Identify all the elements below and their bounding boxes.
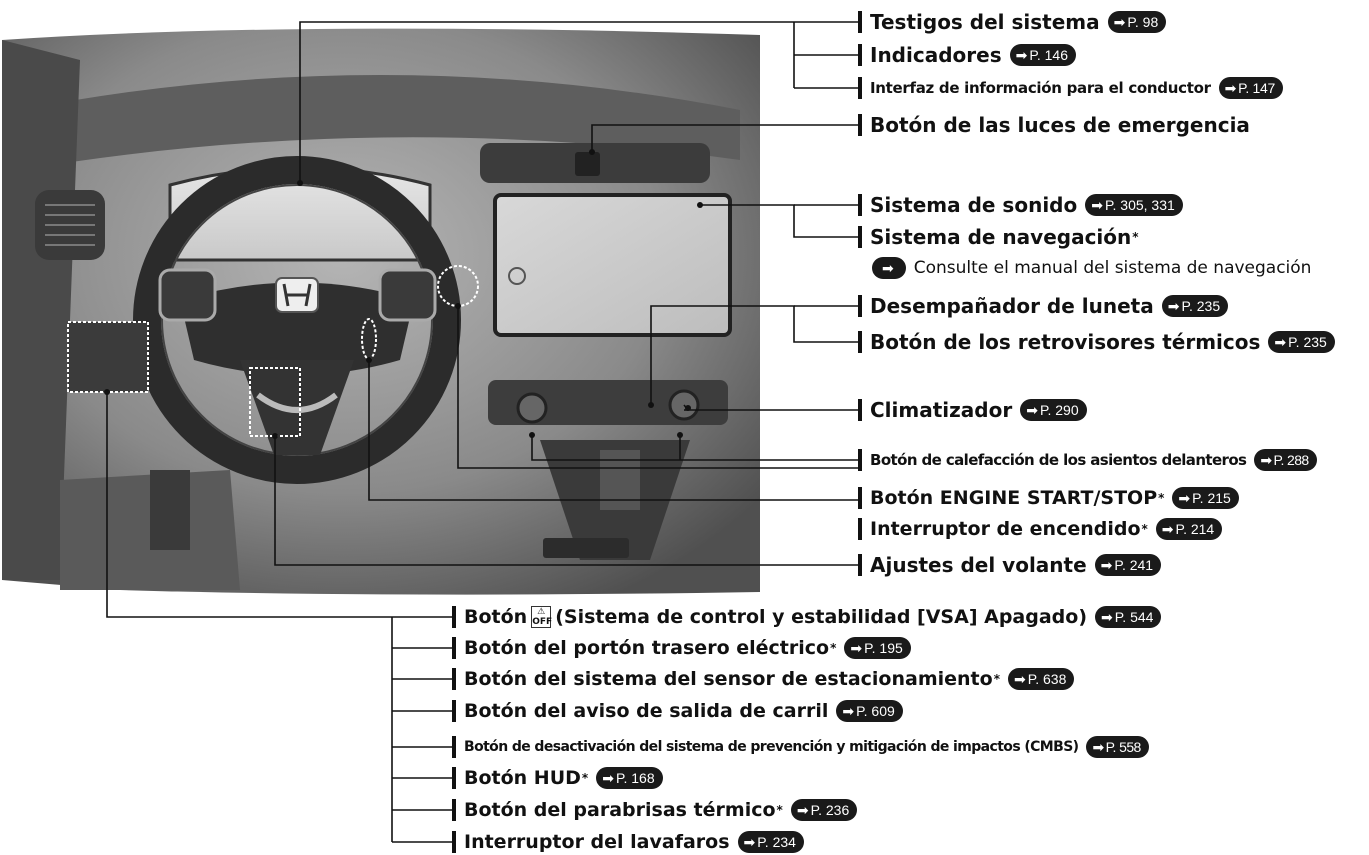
label-indicadores: Indicadores ➡P. 146 <box>858 42 1076 68</box>
page-ref-calefaccion[interactable]: ➡P. 288 <box>1254 449 1317 471</box>
infotainment-screen <box>493 193 732 337</box>
vsa-off-icon: ⚠OFF <box>531 606 553 628</box>
page-ref-interfaz[interactable]: ➡P. 147 <box>1218 77 1283 99</box>
page-ref-parabrisas[interactable]: ➡P. 236 <box>790 799 858 821</box>
page-ref-cmbs[interactable]: ➡P. 558 <box>1086 736 1149 758</box>
label-aviso: Botón del aviso de salida de carril ➡P. … <box>452 698 903 724</box>
label-testigos: Testigos del sistema ➡P. 98 <box>858 9 1167 35</box>
label-climatizador: Climatizador ➡P. 290 <box>858 397 1087 423</box>
label-vsa: Botón ⚠OFF (Sistema de control y estabil… <box>452 604 1162 630</box>
label-encendido: Interruptor de encendido* ➡P. 214 <box>858 516 1223 542</box>
nav-note-arrow-icon: ➡ <box>872 257 906 279</box>
label-retrovisores: Botón de los retrovisores térmicos ➡P. 2… <box>858 329 1335 355</box>
page-ref-lavafaros[interactable]: ➡P. 234 <box>737 831 804 853</box>
page-ref-vsa[interactable]: ➡P. 544 <box>1095 606 1162 628</box>
label-parabrisas: Botón del parabrisas térmico* ➡P. 236 <box>452 797 858 823</box>
label-porton: Botón del portón trasero eléctrico* ➡P. … <box>452 635 911 661</box>
label-sonido: Sistema de sonido ➡P. 305, 331 <box>858 192 1183 218</box>
steering-wheel <box>133 156 461 484</box>
page-ref-desempanador[interactable]: ➡P. 235 <box>1161 295 1229 317</box>
nav-note: ➡ Consulte el manual del sistema de nave… <box>872 256 1311 280</box>
label-volante: Ajustes del volante ➡P. 241 <box>858 552 1162 578</box>
label-calefaccion: Botón de calefacción de los asientos del… <box>858 447 1317 473</box>
label-lavafaros: Interruptor del lavafaros ➡P. 234 <box>452 829 804 855</box>
label-hud: Botón HUD* ➡P. 168 <box>452 765 663 791</box>
page-ref-encendido[interactable]: ➡P. 214 <box>1155 518 1223 540</box>
left-switch-panel <box>68 322 148 392</box>
label-cmbs: Botón de desactivación del sistema de pr… <box>452 734 1149 760</box>
page-ref-engine[interactable]: ➡P. 215 <box>1172 487 1239 509</box>
page-ref-sonido[interactable]: ➡P. 305, 331 <box>1085 194 1183 216</box>
label-desempanador: Desempañador de luneta ➡P. 235 <box>858 293 1229 319</box>
page-ref-aviso[interactable]: ➡P. 609 <box>836 700 903 722</box>
climate-panel <box>488 380 728 425</box>
page-ref-indicadores[interactable]: ➡P. 146 <box>1009 44 1076 66</box>
label-navegacion: Sistema de navegación* <box>858 224 1139 250</box>
page-ref-testigos[interactable]: ➡P. 98 <box>1107 11 1167 33</box>
hazard-button <box>575 152 600 176</box>
page-ref-volante[interactable]: ➡P. 241 <box>1094 554 1162 576</box>
page-ref-retrovisores[interactable]: ➡P. 235 <box>1268 331 1335 353</box>
page-ref-porton[interactable]: ➡P. 195 <box>844 637 911 659</box>
label-emergencia: Botón de las luces de emergencia <box>858 112 1250 138</box>
page-ref-climatizador[interactable]: ➡P. 290 <box>1020 399 1087 421</box>
page-ref-sensor[interactable]: ➡P. 638 <box>1007 668 1075 690</box>
page-ref-hud[interactable]: ➡P. 168 <box>596 767 663 789</box>
label-engine: Botón ENGINE START/STOP* ➡P. 215 <box>858 485 1239 511</box>
label-interfaz: Interfaz de información para el conducto… <box>858 75 1283 101</box>
label-sensor: Botón del sistema del sensor de estacion… <box>452 666 1075 692</box>
